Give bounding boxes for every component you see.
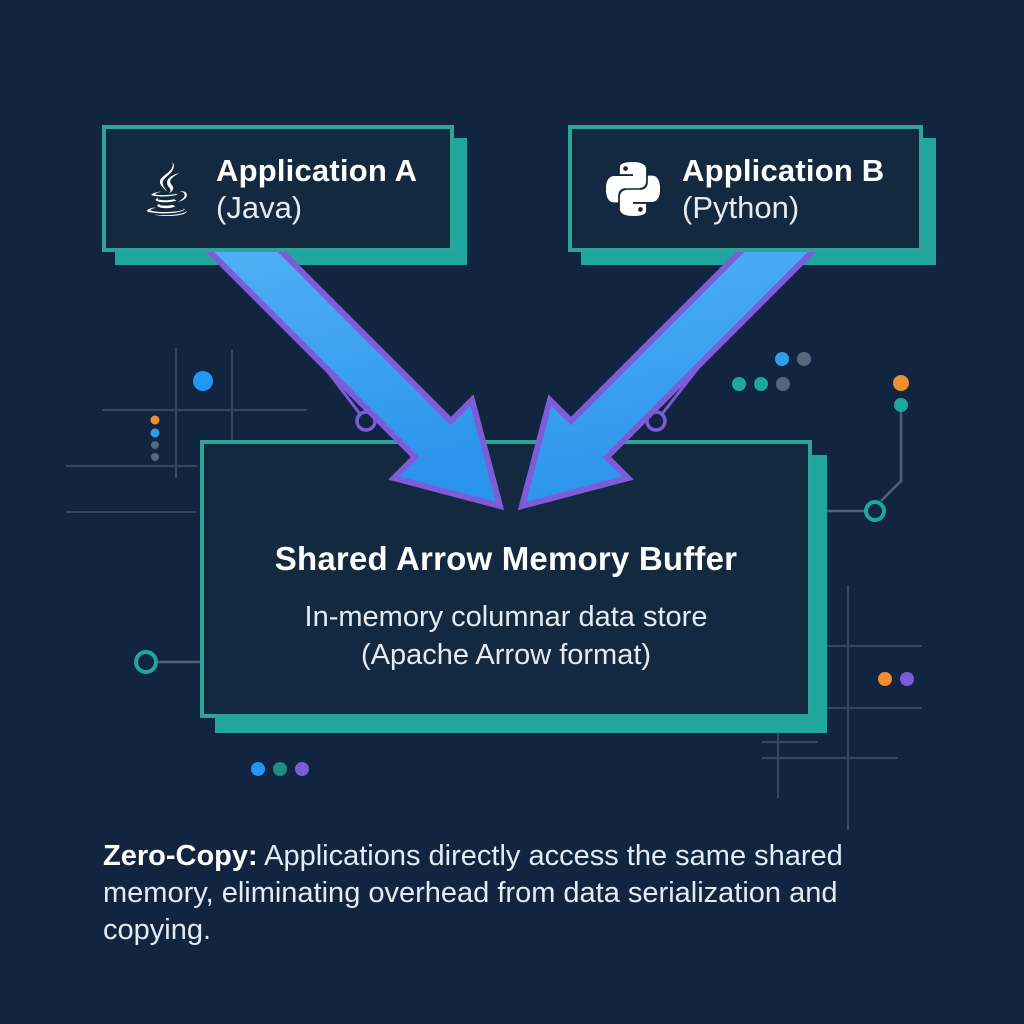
circuit-path-left	[134, 650, 200, 674]
zero-copy-caption: Zero-Copy: Applications directly access …	[103, 838, 953, 949]
application-b-subtitle: (Python)	[682, 189, 800, 225]
caption-label: Zero-Copy:	[103, 840, 258, 872]
blue-dot	[775, 352, 789, 366]
application-b-box: Application B (Python)	[568, 125, 923, 252]
purple-dot	[900, 672, 914, 686]
caption-line-1-rest: Applications directly access the same sh…	[257, 840, 843, 872]
blue-dot	[150, 428, 160, 438]
connector-ring	[355, 410, 377, 432]
shared-buffer-box: Shared Arrow Memory Buffer In-memory col…	[200, 440, 812, 718]
circuit-ring-right	[864, 500, 886, 522]
caption-line-2: memory, eliminating overhead from data s…	[103, 877, 838, 909]
application-a-title: Application A	[216, 152, 418, 188]
teal-dot	[732, 377, 746, 391]
blue-dot	[251, 762, 265, 776]
buffer-title: Shared Arrow Memory Buffer	[274, 540, 738, 577]
teal-dot	[894, 398, 908, 412]
buffer-subtitle-line2: (Apache Arrow format)	[360, 639, 652, 671]
buffer-subtitle-line1: In-memory columnar data store	[304, 601, 708, 633]
connector-dot	[251, 273, 267, 289]
application-a-subtitle: (Java)	[216, 189, 303, 225]
gray-dot	[151, 453, 159, 461]
gray-dot	[797, 352, 811, 366]
orange-dot	[150, 415, 160, 425]
caption-line-1: Zero-Copy: Applications directly access …	[103, 838, 953, 875]
purple-dot	[295, 762, 309, 776]
teal-dot	[273, 762, 287, 776]
connector-left	[251, 273, 377, 432]
connector-dot	[757, 275, 773, 291]
circuit-ring-left	[134, 650, 158, 674]
gray-dot	[151, 441, 159, 449]
caption-line-3: copying.	[103, 914, 212, 946]
java-coffee-cup-icon	[140, 159, 194, 219]
application-b-title: Application B	[682, 152, 885, 188]
python-logo-icon	[606, 161, 660, 216]
gray-dot	[776, 377, 790, 391]
buffer-subtitle: In-memory columnar data store (Apache Ar…	[204, 598, 808, 674]
teal-dot	[754, 377, 768, 391]
orange-dot	[893, 375, 909, 391]
circuit-path-right	[826, 375, 909, 522]
connector-ring	[645, 410, 667, 432]
application-a-box: Application A (Java)	[102, 125, 454, 252]
connector-right	[645, 275, 773, 432]
orange-dot	[878, 672, 892, 686]
blue-dot	[193, 371, 213, 391]
